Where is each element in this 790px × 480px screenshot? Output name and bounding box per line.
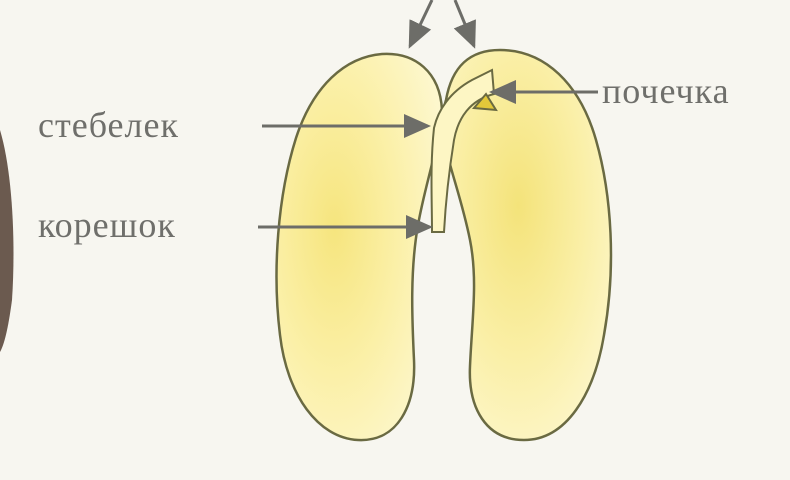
left-cotyledon: [277, 54, 442, 440]
arrow-top-left: [410, 0, 432, 46]
arrow-top-right: [455, 0, 474, 46]
label-stem: стебелек: [38, 104, 179, 146]
left-edge-shadow: [0, 130, 14, 352]
label-bud: почечка: [602, 70, 730, 112]
label-root: корешок: [38, 204, 176, 246]
